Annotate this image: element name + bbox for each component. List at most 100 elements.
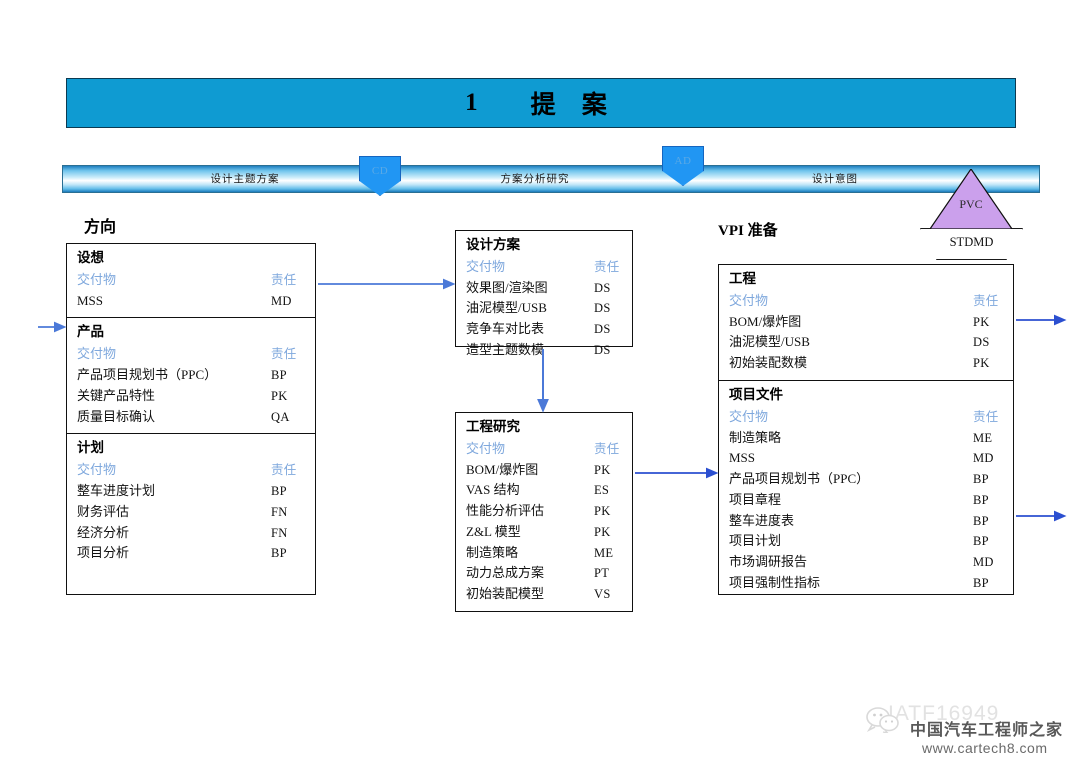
deliverable-owner: PK — [973, 314, 990, 329]
box-section-title: 工程研究 — [466, 419, 520, 434]
watermark-chinese-text: 中国汽车工程师之家 — [910, 722, 1064, 739]
deliverable-name: 油泥模型/USB — [729, 334, 810, 350]
deliverable-owner: BP — [973, 513, 989, 528]
deliverable-name: 制造策略 — [466, 544, 519, 560]
box-section-header-row: 交付物 责任 — [77, 270, 305, 291]
deliverable-name: 财务评估 — [77, 503, 130, 519]
deliverable-owner: ME — [973, 430, 993, 445]
slide-title-number: 1 — [465, 89, 479, 116]
deliverable-row: 产品项目规划书（PPC）BP — [77, 365, 305, 386]
deliverable-name: 油泥模型/USB — [466, 300, 547, 316]
header-deliverable: 交付物 — [466, 258, 506, 274]
gate-marker-cd-label: CD — [371, 165, 389, 177]
deliverable-row: 制造策略 ME — [466, 543, 622, 564]
deliverable-name: 经济分析 — [77, 524, 130, 540]
deliverable-name: BOM/爆炸图 — [466, 461, 539, 477]
deliverable-name: 市场调研报告 — [729, 554, 808, 570]
box-section-header-row: 交付物 责任 — [466, 257, 622, 278]
deliverable-owner: FN — [271, 525, 288, 540]
deliverable-name: 初始装配模型 — [466, 586, 545, 602]
deliverable-row: 关键产品特性 PK — [77, 386, 305, 407]
header-owner: 责任 — [594, 441, 620, 456]
deliverable-row: BOM/爆炸图 PK — [729, 312, 1003, 333]
deliverable-name: 项目分析 — [77, 545, 130, 561]
deliverable-row: BOM/爆炸图 PK — [466, 460, 622, 481]
deliverable-owner: VS — [594, 587, 611, 602]
deliverable-name: 造型主题数模 — [466, 341, 545, 357]
box-section-title: 计划 — [77, 440, 104, 456]
header-owner: 责任 — [271, 463, 297, 478]
deliverable-owner: DS — [594, 280, 611, 295]
deliverable-row: 造型主题数模 DS — [466, 340, 622, 361]
deliverable-name: 竞争车对比表 — [466, 321, 545, 337]
milestone-pvc-label: PVC — [959, 197, 983, 211]
deliverable-owner: ES — [594, 483, 610, 498]
deliverable-row: 产品项目规划书（PPC）BP — [729, 469, 1003, 490]
deliverable-name: 关键产品特性 — [77, 387, 156, 403]
deliverable-name: 初始装配数模 — [729, 355, 808, 371]
deliverable-owner: DS — [594, 301, 611, 316]
deliverable-owner: PK — [594, 462, 611, 477]
watermark-ghost-text: IATF16949 — [888, 702, 1000, 725]
milestone-pvc: PVC — [930, 169, 1012, 229]
deliverable-name: 制造策略 — [729, 429, 782, 445]
box-section-header-row: 交付物 责任 — [77, 344, 305, 365]
deliverable-row: 油泥模型/USB DS — [466, 298, 622, 319]
deliverable-owner: DS — [973, 335, 990, 350]
header-deliverable: 交付物 — [729, 292, 769, 308]
header-deliverable: 交付物 — [77, 271, 117, 287]
deliverable-owner: PK — [271, 388, 288, 403]
box-section-header-row: 交付物责任 — [466, 439, 622, 460]
deliverable-row: 初始装配模型 VS — [466, 584, 622, 605]
deliverable-row: 项目强制性指标 BP — [729, 573, 1003, 594]
deliverable-owner: ME — [594, 545, 614, 560]
deliverable-row: 制造策略 ME — [729, 428, 1003, 449]
deliverable-owner: DS — [594, 342, 611, 357]
header-owner: 责任 — [973, 409, 999, 424]
deliverable-owner: BP — [973, 575, 989, 590]
header-owner: 责任 — [594, 259, 620, 274]
deliverable-row: 油泥模型/USB DS — [729, 332, 1003, 353]
deliverable-name: 整车进度表 — [729, 512, 795, 528]
deliverable-owner: QA — [271, 409, 290, 424]
deliverable-owner: BP — [271, 484, 287, 499]
deliverable-name: Z&L 模型 — [466, 523, 521, 539]
deliverable-row: 财务评估 FN — [77, 502, 305, 523]
deliverable-name: 项目章程 — [729, 491, 782, 507]
deliverable-owner: FN — [271, 504, 288, 519]
header-deliverable: 交付物 — [77, 346, 117, 362]
deliverable-row: 整车进度表 BP — [729, 511, 1003, 532]
wechat-icon — [866, 707, 899, 733]
deliverable-name: 项目计划 — [729, 533, 782, 549]
deliverable-name: BOM/爆炸图 — [729, 313, 802, 329]
deliverable-owner: PT — [594, 566, 610, 581]
header-owner: 责任 — [271, 272, 297, 287]
deliverable-owner: BP — [271, 368, 287, 383]
phase-label-scheme-analysis: 方案分析研究 — [500, 174, 570, 185]
box-section-header-row: 交付物责任 — [729, 407, 1003, 428]
deliverable-owner: BP — [973, 534, 989, 549]
header-owner: 责任 — [271, 347, 297, 362]
deliverable-name: 项目强制性指标 — [729, 574, 821, 590]
watermark: IATF16949 中国汽车工程师之家 www.cartech8.com — [866, 700, 1076, 760]
deliverable-owner: MD — [271, 293, 292, 308]
